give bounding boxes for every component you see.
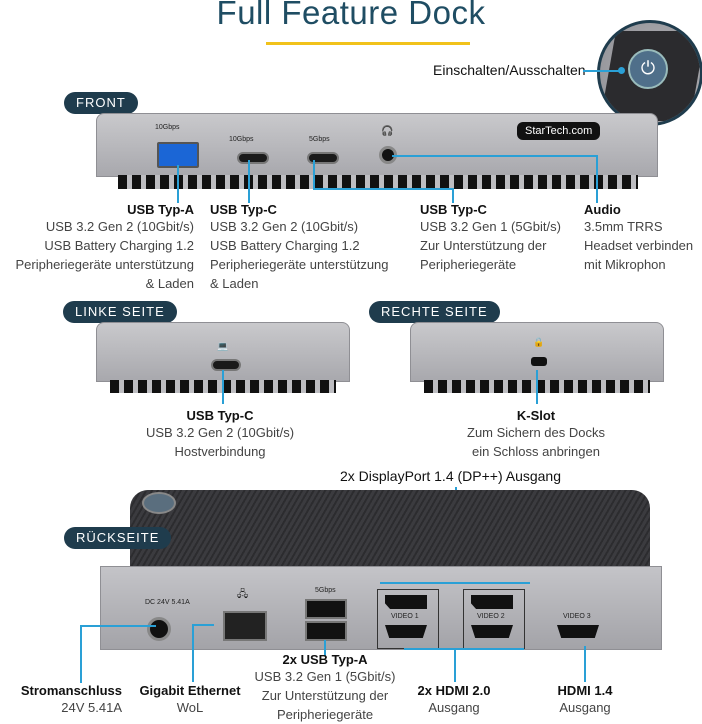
- label-audio: Audio 3.5mm TRRS Headset verbinden mit M…: [584, 202, 694, 272]
- label-kslot: K-Slot Zum Sichern des Docks ein Schloss…: [467, 408, 605, 459]
- dp-port-2: [471, 595, 513, 609]
- brand-badge: StarTech.com: [517, 122, 601, 140]
- label-hdmi2: 2x HDMI 2.0 Ausgang: [417, 683, 491, 715]
- dc-jack: [147, 617, 171, 641]
- section-back: RÜCKSEITE: [64, 527, 172, 549]
- title-underline: [266, 42, 470, 45]
- ethernet-port: [223, 611, 267, 641]
- section-front: FRONT: [64, 92, 138, 114]
- label-displayport: 2x DisplayPort 1.4 (DP++) Ausgang: [340, 468, 562, 484]
- label-usbc1: USB Typ-C USB 3.2 Gen 2 (10Gbit/s) USB B…: [210, 202, 389, 291]
- lock-icon: 🔒: [533, 337, 545, 347]
- usb-c-host-port: [211, 359, 241, 371]
- usb-a-back-1: [305, 599, 347, 619]
- front-device: 10Gbps 10Gbps 5Gbps 🎧 StarTech.com: [96, 113, 658, 177]
- dp-port-1: [385, 595, 427, 609]
- hdmi-port-3: [557, 625, 599, 638]
- label-usba: USB Typ-A USB 3.2 Gen 2 (10Gbit/s) USB B…: [15, 202, 194, 291]
- laptop-icon: 💻: [217, 341, 229, 351]
- section-left: LINKE SEITE: [63, 301, 177, 323]
- usb-a-back-2: [305, 621, 347, 641]
- k-slot: [531, 357, 547, 366]
- label-usbc2: USB Typ-C USB 3.2 Gen 1 (5Gbit/s) Zur Un…: [420, 202, 561, 272]
- headset-icon: 🎧: [381, 126, 394, 137]
- label-host: USB Typ-C USB 3.2 Gen 2 (10Gbit/s) Hostv…: [145, 408, 295, 459]
- back-device-top: [130, 490, 650, 570]
- label-hdmi14: HDMI 1.4 Ausgang: [557, 683, 613, 715]
- label-power-input: Stromanschluss 24V 5.41A: [20, 683, 122, 715]
- power-icon[interactable]: ⏻: [628, 49, 668, 89]
- section-right: RECHTE SEITE: [369, 301, 500, 323]
- page-title: Full Feature Dock: [216, 0, 486, 31]
- power-callout: ⏻: [597, 20, 702, 126]
- label-ethernet: Gigabit Ethernet WoL: [139, 683, 241, 715]
- label-usba-back: 2x USB Typ-A USB 3.2 Gen 1 (5Gbit/s) Zur…: [254, 652, 396, 722]
- hdmi-port-1: [385, 625, 427, 638]
- hdmi-port-2: [471, 625, 513, 638]
- usb-c-port-1: [237, 152, 269, 164]
- network-icon: 🖧: [237, 589, 249, 600]
- back-device: DC 24V 5.41A 🖧 5Gbps VIDEO 1 VIDEO 2 VID…: [100, 566, 662, 650]
- usb-c-port-2: [307, 152, 339, 164]
- power-button[interactable]: [142, 492, 176, 514]
- power-label: Einschalten/Ausschalten: [433, 62, 586, 78]
